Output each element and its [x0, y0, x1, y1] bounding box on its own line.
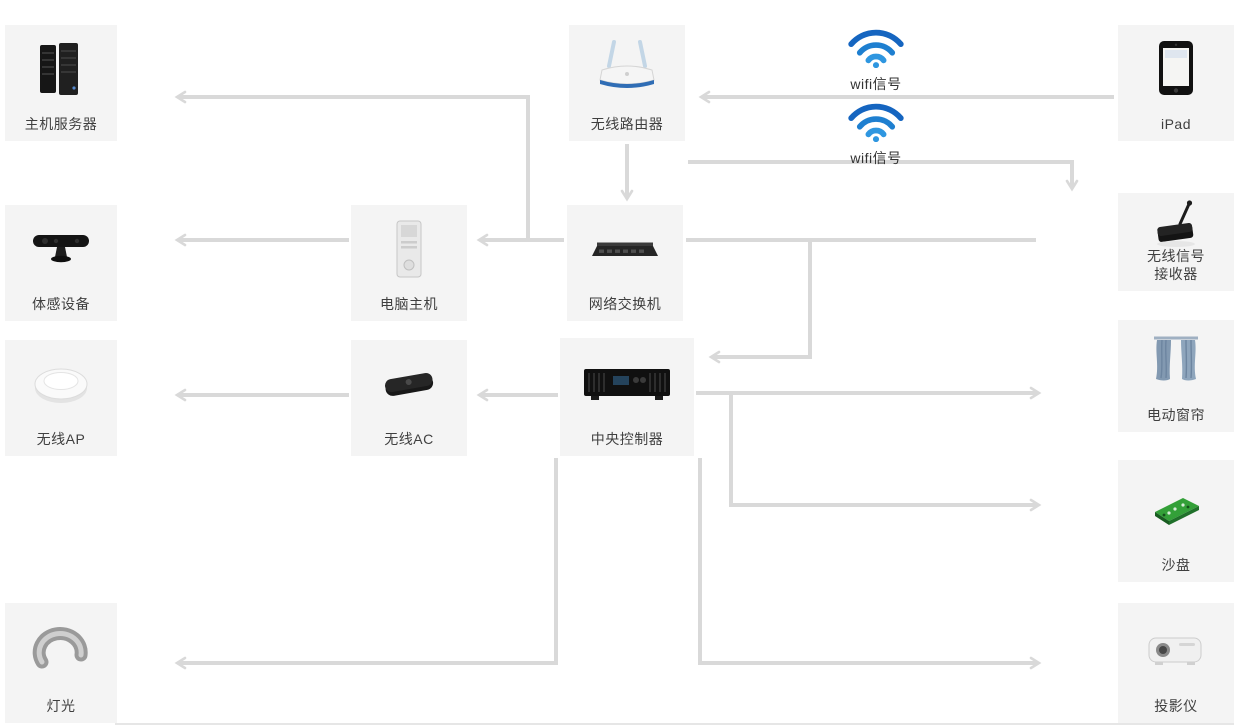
wifi-label: wifi信号 [850, 150, 902, 166]
node-wireless-ap: 无线AP [5, 340, 117, 456]
node-electric-curtain: 电动窗帘 [1118, 320, 1234, 432]
node-label: 无线路由器 [590, 115, 664, 132]
node-signal-receiver: 无线信号 接收器 [1118, 193, 1234, 291]
node-label: 电动窗帘 [1147, 406, 1205, 423]
node-label: 无线AP [36, 430, 86, 447]
node-label: 无线信号 接收器 [1147, 247, 1205, 282]
node-label: iPad [1160, 115, 1192, 132]
connector-line [708, 240, 812, 364]
node-wireless-router: 无线路由器 [569, 25, 685, 141]
light-fixture-icon [5, 607, 117, 691]
node-label: 灯光 [46, 697, 76, 714]
node-label: 网络交换机 [588, 295, 662, 312]
pc-tower-icon [351, 209, 467, 289]
node-pc-host: 电脑主机 [351, 205, 467, 321]
node-sand-table: 沙盘 [1118, 460, 1234, 582]
wireless-router-icon [569, 29, 685, 109]
node-projector: 投影仪 [1118, 603, 1234, 723]
connector-line [688, 160, 1079, 192]
node-lighting: 灯光 [5, 603, 117, 723]
projector-icon [1118, 607, 1234, 691]
connector-line [729, 393, 1042, 512]
node-label: 投影仪 [1154, 697, 1198, 714]
ipad-icon [1118, 29, 1234, 109]
connector-line [698, 458, 1042, 670]
node-label: 中央控制器 [590, 430, 664, 447]
node-wireless-ac: 无线AC [351, 340, 467, 456]
node-label: 无线AC [384, 430, 434, 447]
node-label: 体感设备 [32, 295, 90, 312]
network-switch-icon [567, 209, 683, 289]
connector-line [174, 90, 530, 240]
node-motion-sensor: 体感设备 [5, 205, 117, 321]
motion-sensor-icon [5, 209, 117, 289]
node-host-server: 主机服务器 [5, 25, 117, 141]
connector-line [174, 458, 558, 670]
bottom-border-line [115, 723, 1234, 725]
signal-receiver-icon [1118, 197, 1234, 249]
node-network-switch: 网络交换机 [567, 205, 683, 321]
wifi-signal-top: wifi信号 [843, 26, 909, 94]
sand-table-icon [1118, 464, 1234, 550]
curtain-icon [1118, 324, 1234, 400]
server-rack-icon [5, 29, 117, 109]
node-ipad: iPad [1118, 25, 1234, 141]
node-central-controller: 中央控制器 [560, 338, 694, 456]
node-label: 沙盘 [1161, 556, 1191, 573]
wifi-label: wifi信号 [850, 76, 902, 92]
wifi-signal-bottom: wifi信号 [843, 100, 909, 168]
wireless-ac-icon [351, 344, 467, 424]
central-controller-icon [560, 342, 694, 424]
node-label: 电脑主机 [380, 295, 438, 312]
node-label: 主机服务器 [24, 115, 98, 132]
wireless-ap-icon [5, 344, 117, 424]
wifi-icon [845, 103, 907, 146]
wifi-icon [845, 29, 907, 72]
